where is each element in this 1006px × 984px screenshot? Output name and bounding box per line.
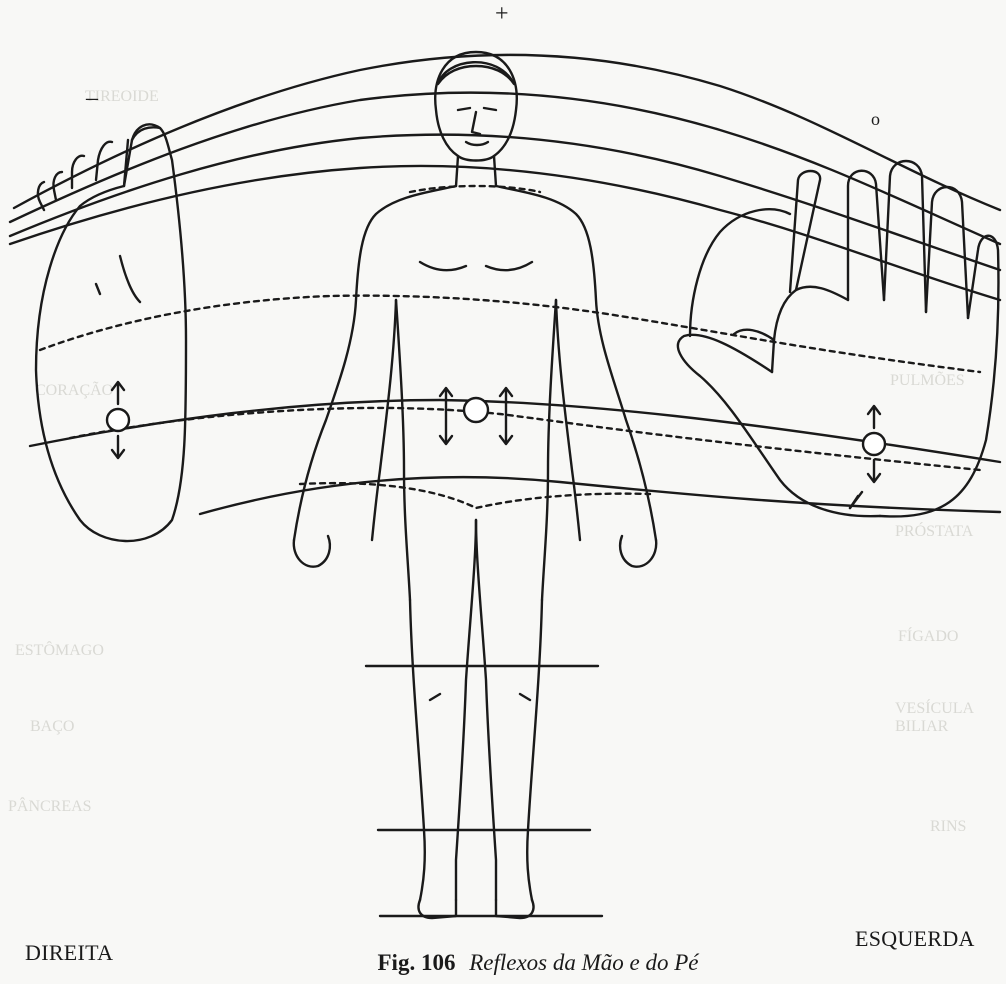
reflex-markers (107, 382, 885, 482)
caption-title: Reflexos da Mão e do Pé (469, 950, 698, 975)
reference-lines (366, 666, 602, 916)
zone-lines (10, 55, 1000, 514)
caption-number: Fig. 106 (308, 950, 456, 975)
negative-pole-symbol: – (86, 86, 98, 110)
foot-sole-drawing (36, 124, 186, 541)
figure-caption: Fig. 106 Reflexos da Mão e do Pé (0, 950, 1006, 976)
neutral-pole-symbol: o (871, 110, 880, 128)
left-side-label: ESQUERDA (855, 926, 975, 952)
positive-pole-symbol: + (495, 2, 509, 26)
